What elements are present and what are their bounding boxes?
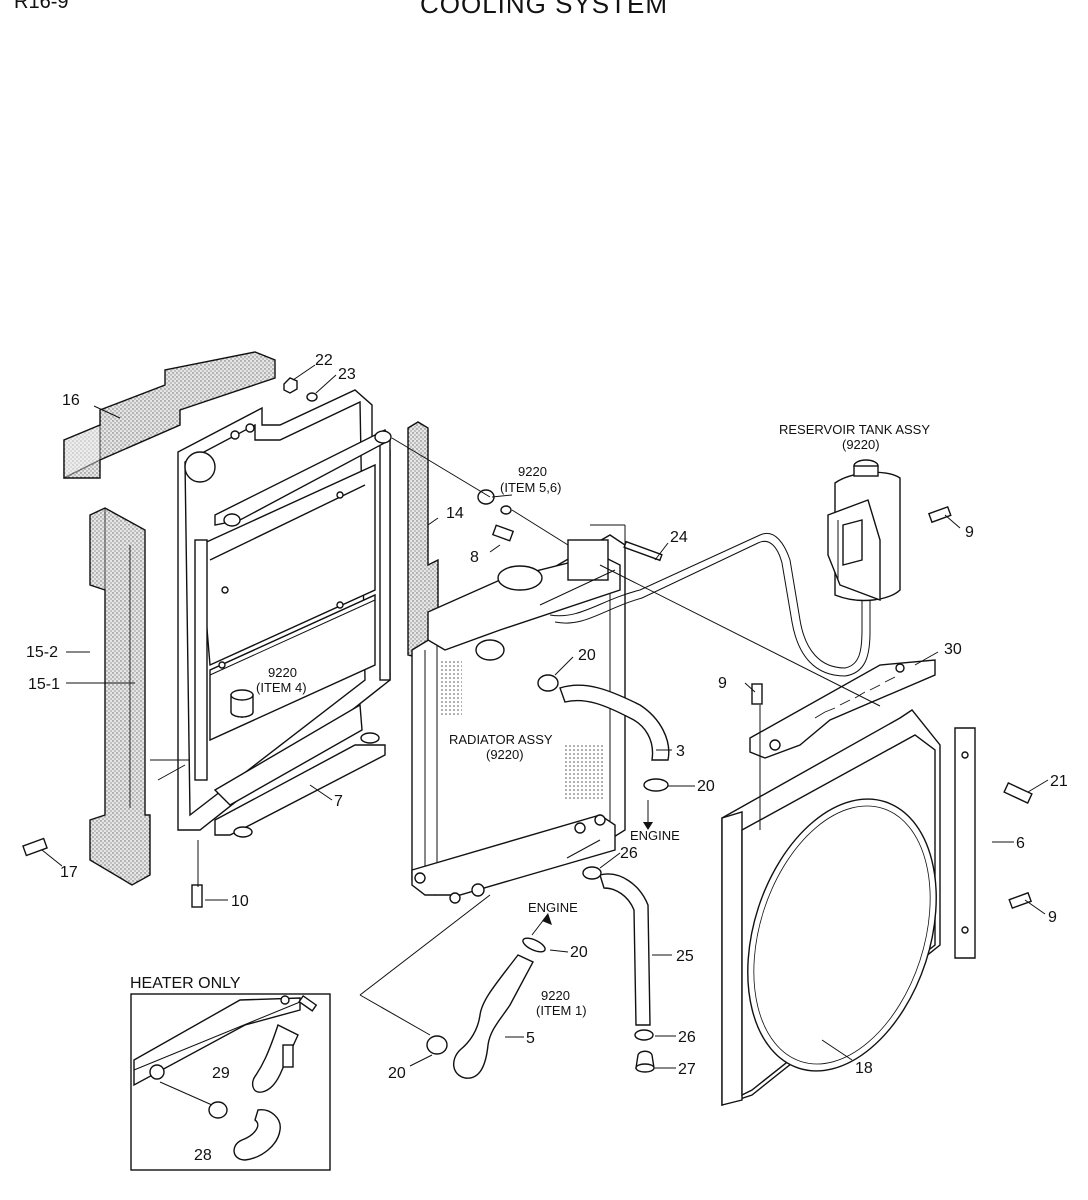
callout-21: 21: [1050, 773, 1068, 790]
fan-shroud: [721, 709, 941, 1106]
callout-15-2: 15-2: [26, 644, 58, 661]
cap: [635, 1050, 655, 1073]
callout-22: 22: [315, 352, 333, 369]
callout-24: 24: [670, 529, 688, 546]
bolt-9: [751, 683, 763, 705]
grommet: [230, 689, 254, 718]
callout-10: 10: [231, 893, 249, 910]
callout-7: 7: [334, 793, 343, 810]
callout-25: 25: [676, 948, 694, 965]
note-radiator-code: (9220): [486, 747, 524, 762]
callout-17: 17: [60, 864, 78, 881]
note-engine-lower: ENGINE: [630, 828, 680, 843]
clamp: [537, 674, 559, 692]
bracket-30: [749, 659, 936, 759]
grommet-small: [477, 489, 495, 505]
washer: [306, 392, 318, 402]
bolt-8: [491, 524, 515, 542]
heater-only-inset: [130, 993, 331, 1171]
callout-20-upper: 20: [578, 647, 596, 664]
callout-20-lower: 20: [388, 1065, 406, 1082]
note-ref-item4-code: 9220: [268, 665, 297, 680]
bolt-21: [1003, 782, 1033, 804]
bushing: [500, 505, 512, 515]
callout-6: 6: [1016, 835, 1025, 852]
callout-9-bottom: 9: [1048, 909, 1057, 926]
callout-28: 28: [194, 1147, 212, 1164]
radiator-assembly: [411, 534, 626, 904]
callout-30: 30: [944, 641, 962, 658]
bolt-10: [191, 884, 203, 908]
page-code: R16-9: [14, 0, 69, 13]
note-heater-only: HEATER ONLY: [130, 975, 241, 992]
bolt-24: [623, 540, 663, 562]
note-ref-item4: (ITEM 4): [256, 680, 307, 695]
note-engine-upper: ENGINE: [528, 900, 578, 915]
clamp: [426, 1035, 448, 1055]
callout-9-mid: 9: [718, 675, 727, 692]
nut: [283, 377, 298, 394]
callout-15-1: 15-1: [28, 676, 60, 693]
clamp-26: [582, 866, 602, 880]
callout-26-upper: 26: [620, 845, 638, 862]
note-reservoir-code: (9220): [842, 437, 880, 452]
callout-18: 18: [855, 1060, 873, 1077]
clamp: [643, 778, 669, 792]
foam-seal-side: [89, 507, 151, 886]
arrow-engine-down: [643, 822, 653, 830]
callout-14: 14: [446, 505, 464, 522]
callout-26-lower: 26: [678, 1029, 696, 1046]
note-ref-item56-code: 9220: [518, 464, 547, 479]
reservoir-tank: [827, 459, 901, 602]
callout-27: 27: [678, 1061, 696, 1078]
note-ref-item1: (ITEM 1): [536, 1003, 587, 1018]
bolt-17: [22, 837, 48, 857]
clamp-26: [634, 1029, 654, 1041]
callout-16: 16: [62, 392, 80, 409]
callout-9-top: 9: [965, 524, 974, 541]
lower-hose: [599, 873, 651, 1026]
note-radiator: RADIATOR ASSY: [449, 732, 553, 747]
bolt-9: [1008, 891, 1033, 910]
note-ref-item56: (ITEM 5,6): [500, 480, 561, 495]
heater-hose-5: [453, 954, 534, 1079]
callout-3: 3: [676, 743, 685, 760]
callout-20-right: 20: [697, 778, 715, 795]
bottom-bracket: [213, 703, 386, 838]
foam-seal-top: [63, 351, 276, 480]
bolt-9: [927, 505, 952, 524]
clamp: [522, 937, 546, 953]
callout-20-engine: 20: [570, 944, 588, 961]
arrow-engine-up: [542, 913, 552, 925]
leader-lines: [41, 364, 1049, 1149]
callout-5: 5: [526, 1030, 535, 1047]
callout-8: 8: [470, 549, 479, 566]
overflow-tube: [549, 532, 871, 677]
side-plate: [954, 727, 976, 959]
page-title: COOLING SYSTEM: [419, 0, 669, 19]
callout-29: 29: [212, 1065, 230, 1082]
note-ref-item1-code: 9220: [541, 988, 570, 1003]
note-reservoir: RESERVOIR TANK ASSY: [779, 422, 930, 437]
callout-23: 23: [338, 366, 356, 383]
upper-hose: [559, 684, 670, 761]
